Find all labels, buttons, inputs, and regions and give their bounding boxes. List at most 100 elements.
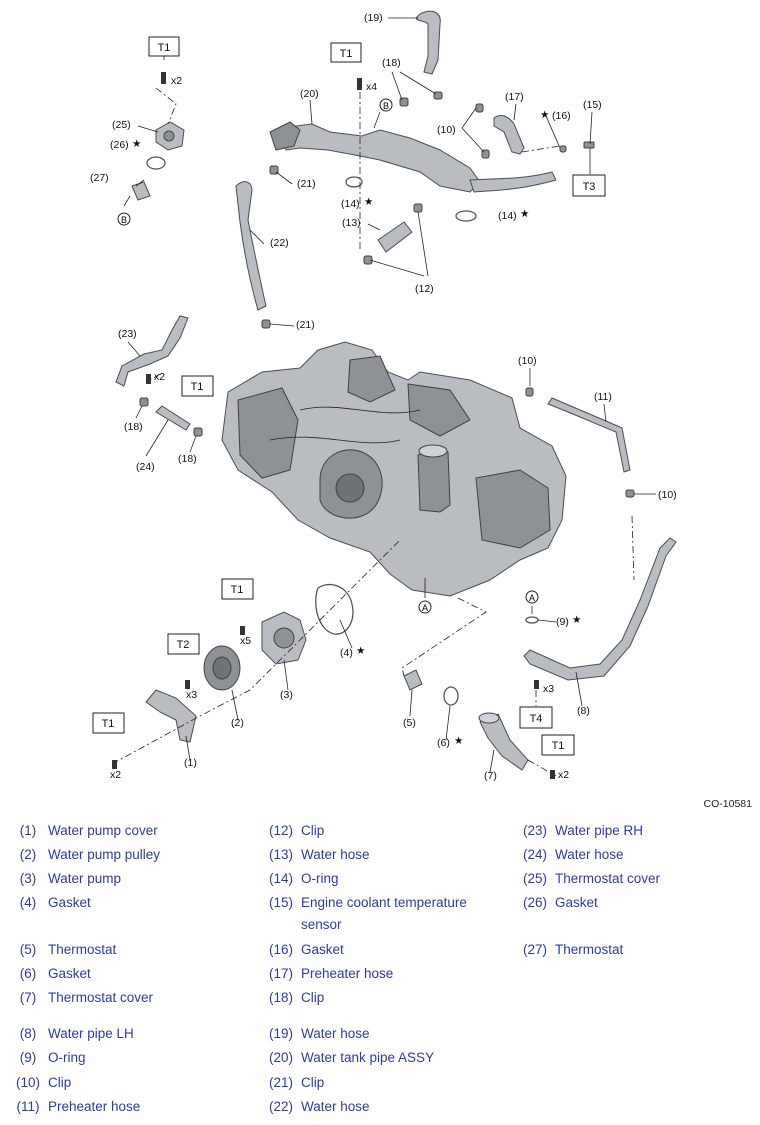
callout-with-star: (4)★ [340, 645, 366, 659]
o-ring-14b [455, 210, 477, 222]
svg-text:A: A [422, 603, 428, 613]
legend-item-number: (25) [522, 871, 547, 886]
callout-label: (19) [364, 12, 383, 24]
svg-text:T2: T2 [177, 639, 190, 651]
water-pipe-rh-23 [115, 315, 189, 387]
legend-item-name: Water hose [301, 1026, 370, 1041]
legend-item-number: (9) [19, 1050, 37, 1065]
callout-label: (10) [658, 489, 677, 501]
torque-box-6: T2 [167, 633, 200, 655]
gasket-26-ring [146, 156, 166, 170]
thermostat-cover-7 [478, 712, 529, 771]
qty-label: x2 [110, 769, 121, 781]
water-hose-19 [415, 10, 441, 75]
water-pipe-lh-8 [523, 537, 677, 681]
legend-item: (24)Water hose [507, 844, 755, 866]
svg-text:T1: T1 [231, 584, 244, 596]
reference-marker-b: B [117, 212, 131, 226]
callout-label: (8) [577, 705, 590, 717]
legend-item: (23)Water pipe RH [507, 820, 755, 842]
legend-item-number: (22) [268, 1099, 293, 1114]
legend-item: (15)Engine coolant temperature sensor [253, 892, 501, 936]
preheater-hose-11 [547, 397, 631, 473]
legend-item: (12) Clip [253, 820, 501, 842]
legend-item-number: (7) [19, 990, 37, 1005]
callout-with-star: (6)★ [437, 735, 464, 749]
callout-label: (17) [505, 91, 524, 103]
o-ring-14a [345, 176, 363, 188]
o-ring-9 [525, 616, 539, 624]
preheater-hose-17 [493, 115, 525, 155]
engine-block [221, 341, 567, 597]
legend-item-name: Clip [301, 1075, 325, 1090]
gasket-6-ring [443, 686, 459, 706]
svg-text:(14): (14) [341, 198, 360, 210]
legend-item-number: (3) [19, 871, 37, 886]
legend-item-name: O-ring [301, 871, 339, 886]
legend-item-number: (13) [268, 847, 293, 862]
legend-item-number: (11) [16, 1099, 40, 1114]
legend-item: (6)Gasket [0, 963, 248, 985]
legend-item-number: (4) [19, 895, 37, 910]
callout-label: (21) [296, 319, 315, 331]
torque-box-1: T1 [148, 36, 180, 57]
legend-item-number: (12) [268, 823, 293, 838]
torque-box-9: T1 [541, 734, 575, 756]
legend-item-name: Gasket [48, 966, 91, 981]
legend-item: (11) Preheater hose [0, 1096, 248, 1118]
thermostat-cover-25 [155, 121, 185, 151]
svg-text:T1: T1 [552, 740, 565, 752]
legend-item-name: Gasket [301, 942, 344, 957]
legend-item-name: Clip [301, 823, 325, 838]
torque-box-7: T1 [92, 712, 125, 734]
legend-item: (14) O-ring [253, 868, 501, 890]
legend-item: (8)Water pipe LH [0, 1023, 248, 1045]
legend-item: (21) Clip [253, 1072, 501, 1094]
svg-text:(4): (4) [340, 647, 353, 659]
legend-item-number: (14) [268, 871, 293, 886]
legend-item-number: (23) [522, 823, 547, 838]
callout-with-star: (26)★ [110, 138, 142, 151]
legend-item-name: Preheater hose [301, 966, 394, 981]
qty-label: x2 [171, 75, 182, 87]
svg-text:(14): (14) [498, 210, 517, 222]
legend-item: (19)Water hose [253, 1023, 501, 1045]
legend-item: (16)Gasket [253, 939, 501, 961]
callout-label: (18) [178, 453, 197, 465]
legend-item: (3)Water pump [0, 868, 248, 890]
callout-label: (24) [136, 461, 155, 473]
svg-text:T4: T4 [530, 713, 543, 725]
legend-item-number: (18) [268, 990, 293, 1005]
water-pump-3 [261, 611, 307, 665]
reference-marker-a: A [418, 600, 432, 614]
legend-item: (18) Clip [253, 987, 501, 1009]
qty-label: x4 [366, 81, 377, 93]
legend-item-name: Clip [301, 990, 325, 1005]
legend-item-name: Water hose [301, 1099, 370, 1114]
reference-marker-b: B [379, 98, 393, 112]
legend-item-name: Preheater hose [48, 1099, 141, 1114]
legend-item-number: (27) [522, 942, 547, 957]
water-pump-cover-1 [145, 689, 197, 743]
svg-text:T3: T3 [583, 181, 596, 193]
legend-item-number: (8) [19, 1026, 37, 1041]
qty-label: x2 [154, 371, 165, 383]
water-hose-13 [377, 221, 413, 253]
legend-item: (27)Thermostat [507, 939, 755, 961]
callout-label: (20) [300, 88, 319, 100]
legend-item: (10)Clip [0, 1072, 248, 1094]
svg-text:B: B [383, 101, 389, 111]
water-tank-pipe-assy [269, 121, 557, 193]
callout-label: (23) [118, 328, 137, 340]
svg-text:T1: T1 [340, 48, 353, 60]
legend-item: (13)Water hose [253, 844, 501, 866]
legend-item-name: Thermostat cover [555, 871, 661, 886]
gasket-4-shape [315, 583, 354, 635]
legend-item-name: Gasket [555, 895, 598, 910]
callout-label: (25) [112, 119, 131, 131]
svg-text:★: ★ [540, 109, 550, 121]
legend-item-number: (21) [268, 1075, 293, 1090]
water-pump-pulley-2 [203, 645, 241, 691]
callout-with-star: ★(16) [540, 109, 571, 122]
legend-item-number: (1) [19, 823, 37, 838]
